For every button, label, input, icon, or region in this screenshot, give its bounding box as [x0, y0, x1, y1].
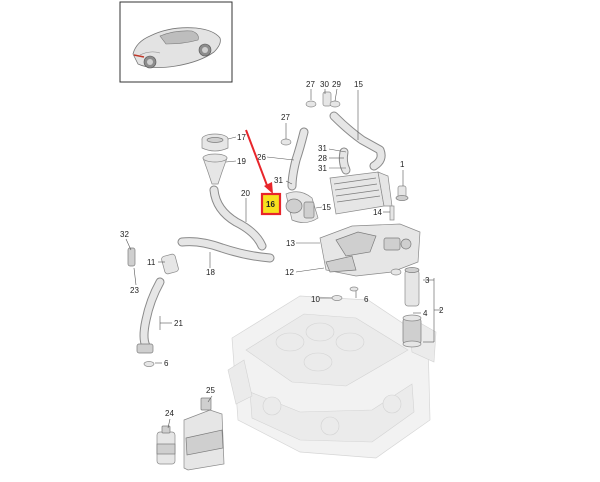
callout-20: 20 [241, 189, 250, 198]
highlight-arrow [245, 129, 273, 194]
highlighted-callout-16[interactable]: 16 [260, 192, 282, 216]
oil-bottle-small [156, 425, 176, 465]
bolt [389, 205, 395, 221]
callout-31: 31 [318, 144, 327, 153]
callout-13: 13 [286, 239, 295, 248]
filler-tube [209, 185, 267, 251]
callout-15: 15 [354, 80, 363, 89]
breather-hose [177, 237, 275, 263]
callout-18: 18 [206, 268, 215, 277]
svg-text:16: 16 [266, 200, 275, 209]
hose-connector [161, 253, 179, 275]
callout-12: 12 [285, 268, 294, 277]
callout-6: 6 [364, 295, 369, 304]
callout-21: 21 [174, 319, 183, 328]
oil-filler-neck [202, 153, 228, 185]
callout-23: 23 [130, 286, 139, 295]
callout-29: 29 [332, 80, 341, 89]
callout-14: 14 [373, 208, 382, 217]
coolant-pipe [329, 111, 386, 175]
callout-31: 31 [274, 176, 283, 185]
callout-27: 27 [281, 113, 290, 122]
callout-2: 2 [439, 306, 444, 315]
callout-24: 24 [165, 409, 174, 418]
callout-15: 15 [322, 203, 331, 212]
leader-lines [125, 88, 441, 429]
callout-4: 4 [423, 309, 428, 318]
seal-rings [143, 286, 359, 367]
oil-cooler [329, 171, 393, 215]
callout-17: 17 [237, 133, 246, 142]
callout-1: 1 [400, 160, 405, 169]
callout-25: 25 [206, 386, 215, 395]
oil-filter-housing-module [319, 223, 421, 277]
oil-bottle-large [183, 397, 225, 471]
oil-filter-lower [402, 314, 422, 348]
callout-31: 31 [318, 164, 327, 173]
callout-10: 10 [311, 295, 320, 304]
callout-26: 26 [257, 153, 266, 162]
coolant-hose [287, 127, 309, 191]
callout-19: 19 [237, 157, 246, 166]
callout-6: 6 [164, 359, 169, 368]
oil-filter-upper [390, 267, 420, 307]
oil-return-pipe [127, 247, 165, 354]
callout-28: 28 [318, 154, 327, 163]
callout-3: 3 [425, 276, 430, 285]
oil-pressure-sensor [395, 185, 409, 201]
vehicle-thumbnail [119, 1, 233, 83]
callout-27: 27 [306, 80, 315, 89]
callout-labels: 27 30 29 15 27 31 28 31 26 31 1 17 19 20… [120, 80, 444, 418]
engine-block [227, 295, 437, 459]
callout-30: 30 [320, 80, 329, 89]
oil-filler-cap [201, 133, 229, 152]
callout-11: 11 [147, 258, 156, 267]
callout-32: 32 [120, 230, 129, 239]
oil-separator [285, 191, 319, 223]
